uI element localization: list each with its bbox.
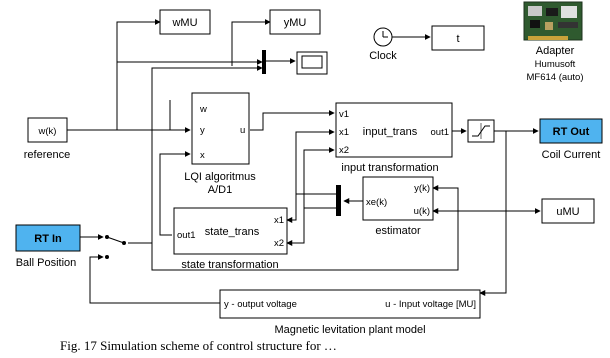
reference-caption: reference <box>24 149 70 161</box>
wire-to-trans-x2 <box>303 147 335 208</box>
block-wmu[interactable]: wMU <box>159 9 211 35</box>
block-reference[interactable]: w(k) reference <box>24 117 70 161</box>
wmu-label: wMU <box>171 17 197 29</box>
lqi-port-y: y <box>200 125 205 136</box>
trans-port-x2: x2 <box>339 145 349 156</box>
saturation-icon <box>472 125 490 137</box>
block-t[interactable]: t <box>431 25 485 51</box>
block-umu[interactable]: uMU <box>541 198 595 224</box>
rt-in-label: RT In <box>34 233 62 245</box>
plant-caption: Magnetic levitation plant model <box>274 324 425 336</box>
estimator-port-xe: xe(k) <box>366 197 387 208</box>
state-trans-name: state_trans <box>205 226 260 238</box>
state-port-x1: x1 <box>274 215 284 226</box>
block-estimator[interactable]: xe(k) y(k) u(k) state transformation <box>349 176 446 237</box>
wire-to-wmu <box>116 19 161 130</box>
wire-lqi-u-to-v1 <box>250 110 335 131</box>
coil-current-caption: Coil Current <box>542 149 601 161</box>
figure-caption: Fig. 17 Simulation scheme of control str… <box>60 338 337 353</box>
state-transformation-caption: state transformation <box>181 259 278 271</box>
input-transformation-caption: input transformation <box>341 162 438 174</box>
umu-label: uMU <box>556 206 579 218</box>
wire-y-to-estimator <box>151 185 459 271</box>
block-state-trans[interactable]: out1 state_trans x1 x2 state transformat… <box>173 207 288 271</box>
block-rt-in[interactable]: RT In Ball Position <box>15 224 81 269</box>
signal-lines <box>67 19 541 304</box>
estimator-caption: estimator <box>375 225 421 237</box>
wire-to-trans-x1 <box>295 129 335 194</box>
trans-name: input_trans <box>363 126 418 138</box>
plant-port-left: y - output voltage <box>224 299 297 310</box>
lqi-caption-1: LQI algoritmus <box>184 171 256 183</box>
rt-out-label: RT Out <box>553 126 590 138</box>
mux-bar-lower[interactable] <box>336 185 341 216</box>
block-scope[interactable] <box>296 51 328 75</box>
clock-caption: Clock <box>369 50 397 62</box>
wire-bar-to-x1 <box>286 193 336 223</box>
block-rt-out[interactable]: RT Out Coil Current <box>539 118 603 161</box>
t-label: t <box>456 33 459 45</box>
wire-to-ymu <box>231 19 271 66</box>
switch-lever-icon <box>106 236 125 244</box>
adapter-caption-1: Adapter <box>536 45 575 57</box>
lqi-caption-2: A/D1 <box>208 184 232 196</box>
block-saturation[interactable] <box>467 119 495 143</box>
trans-port-v1: v1 <box>339 109 349 120</box>
scope-screen-icon <box>301 55 323 69</box>
manual-switch[interactable] <box>105 235 126 259</box>
state-port-out1: out1 <box>177 230 196 241</box>
block-lqi[interactable]: w y x u LQI algoritmus A/D1 <box>184 92 256 196</box>
lqi-port-w: w <box>199 104 207 115</box>
lqi-port-x: x <box>200 150 205 161</box>
adapter-caption-3: MF614 (auto) <box>526 72 583 83</box>
trans-port-out1: out1 <box>431 127 450 138</box>
wire-to-plant <box>479 131 507 296</box>
state-port-x2: x2 <box>274 238 284 249</box>
ymu-label: yMU <box>284 17 307 29</box>
block-plant[interactable]: y - output voltage u - Input voltage [MU… <box>219 289 481 336</box>
block-input-trans[interactable]: v1 x1 x2 input_trans out1 input transfor… <box>335 102 453 174</box>
wire-plant-to-switch <box>89 254 220 304</box>
wire-state-to-lqi-x <box>159 151 191 236</box>
lqi-port-u: u <box>240 125 245 136</box>
plant-port-right: u - Input voltage [MU] <box>385 299 476 310</box>
estimator-port-u: u(k) <box>414 206 430 217</box>
block-ymu[interactable]: yMU <box>269 9 321 35</box>
trans-port-x1: x1 <box>339 127 349 138</box>
adapter-caption-2: Humusoft <box>535 59 576 70</box>
wire-bar-to-x2 <box>286 207 336 246</box>
estimator-port-y: y(k) <box>414 183 430 194</box>
block-clock[interactable]: Clock <box>369 27 397 62</box>
ball-position-caption: Ball Position <box>16 257 77 269</box>
wk-label: w(k) <box>38 126 57 137</box>
wire-y-to-mux <box>151 65 263 243</box>
adapter-card-image <box>523 1 583 41</box>
mux-bar-top[interactable] <box>262 50 266 74</box>
